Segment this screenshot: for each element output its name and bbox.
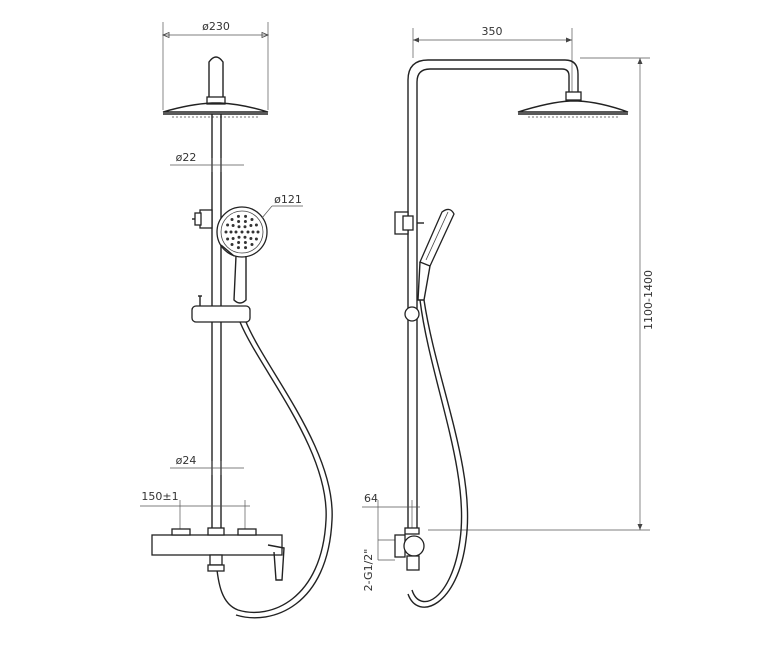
diverter-knob-front [192,209,213,229]
nozzle-dot [243,240,247,244]
nozzle-dot [249,224,253,228]
nozzle-dot [237,235,241,239]
nozzle-dot [254,237,258,241]
hose-front [215,321,327,614]
nozzle-dot [251,230,255,234]
hand-shower-side [417,208,455,301]
shower-holder-front [191,295,251,323]
nozzle-dot [249,236,253,240]
side-view: 350 1100-1400 [362,25,655,608]
wall-offset-label: 64 [364,492,378,505]
nozzle-dot [231,224,235,228]
pipe-upper-diameter-label: ø22 [176,151,197,164]
nozzle-dot [237,225,241,229]
height-range-dimension: 1100-1400 [428,57,655,531]
rain-shower-head-side [517,91,629,118]
wall-offset-dimension: 64 [362,492,420,560]
hand-shower-front: ø121 [216,193,303,304]
mixer-valve-side [394,527,425,571]
height-range-label: 1100-1400 [642,270,655,330]
nozzle-dot [224,230,228,234]
nozzle-dot [246,230,250,234]
nozzle-dot [250,217,254,221]
nozzle-dot [226,223,230,227]
nozzle-dot [256,230,260,234]
shower-holder-side [404,306,420,322]
head-diameter-dimension: ø230 [161,20,270,110]
nozzle-dot [234,230,238,234]
nozzle-dot [231,236,235,240]
nozzle-dot [254,223,258,227]
nozzle-dot [229,230,233,234]
hand-shower-diameter-label: ø121 [274,193,302,206]
nozzle-dot [250,243,254,247]
pipe-lower-diameter-label: ø24 [176,454,197,467]
nozzle-dot [240,230,244,234]
pipe-lower-diameter-dimension: ø24 [170,454,244,475]
nozzle-dot [230,217,234,221]
hose-side [411,299,463,603]
diverter-knob-side [394,211,424,235]
nozzle-dot [237,240,241,244]
inlet-thread-dimension: 2-G1/2" [362,539,395,592]
nozzle-dot [236,246,240,250]
head-diameter-label: ø230 [202,20,230,33]
mixer-valve-front [151,527,285,581]
riser-pipe-side [407,59,579,530]
nozzle-dot [237,220,241,224]
nozzle-dot [243,235,247,239]
nozzle-dot [243,225,247,229]
nozzle-dot [226,237,230,241]
nozzle-dot [244,246,248,250]
front-view: ø230 ø22 [140,20,333,619]
inlet-spacing-dimension: 150±1 [140,490,250,530]
pipe-upper-diameter-dimension: ø22 [170,151,244,172]
inlet-spacing-label: 150±1 [141,490,178,503]
nozzle-dot [236,214,240,218]
rain-shower-head-front [162,56,269,118]
nozzle-dot [243,220,247,224]
inlet-thread-label: 2-G1/2" [362,549,375,592]
arm-length-label: 350 [482,25,503,38]
nozzle-dot [244,214,248,218]
nozzle-dot [230,243,234,247]
